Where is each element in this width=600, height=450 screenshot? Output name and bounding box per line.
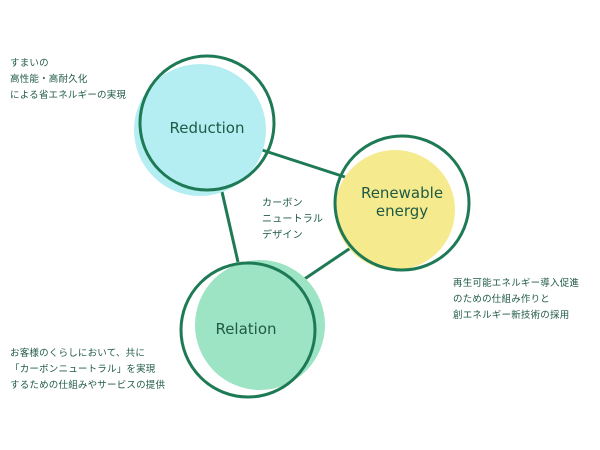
renewable-label-line: energy xyxy=(376,202,428,220)
note-relation: お客様のくらしにおいて、共に 「カーボンニュートラル」を実現 するための仕組みや… xyxy=(10,348,166,391)
note-renewable: 再生可能エネルギー導入促進 のための仕組み作りと 創エネルギー新技術の採用 xyxy=(453,278,580,321)
relation-shadow xyxy=(195,260,325,390)
note-reduction: すまいの 高性能・高耐久化 による省エネルギーの実現 xyxy=(10,58,127,101)
node-reduction: Reduction xyxy=(134,54,276,196)
relation-label-line: Relation xyxy=(215,320,276,338)
reduction-ring xyxy=(138,54,276,192)
connector-renewable-relation xyxy=(299,245,353,284)
reduction-label: Reduction xyxy=(170,119,245,137)
renewable-ring xyxy=(333,134,471,272)
connector-reduction-renewable xyxy=(261,148,346,179)
renewable-shadow xyxy=(335,150,455,270)
center-label: カーボン ニュートラル デザイン xyxy=(262,198,324,241)
relation-label: Relation xyxy=(215,320,276,338)
reduction-shadow xyxy=(134,64,266,196)
node-relation: Relation xyxy=(179,260,325,399)
connector-reduction-relation xyxy=(218,182,240,263)
relation-ring xyxy=(179,261,317,399)
reduction-label-line: Reduction xyxy=(170,119,245,137)
renewable-label-line: Renewable xyxy=(361,184,443,202)
